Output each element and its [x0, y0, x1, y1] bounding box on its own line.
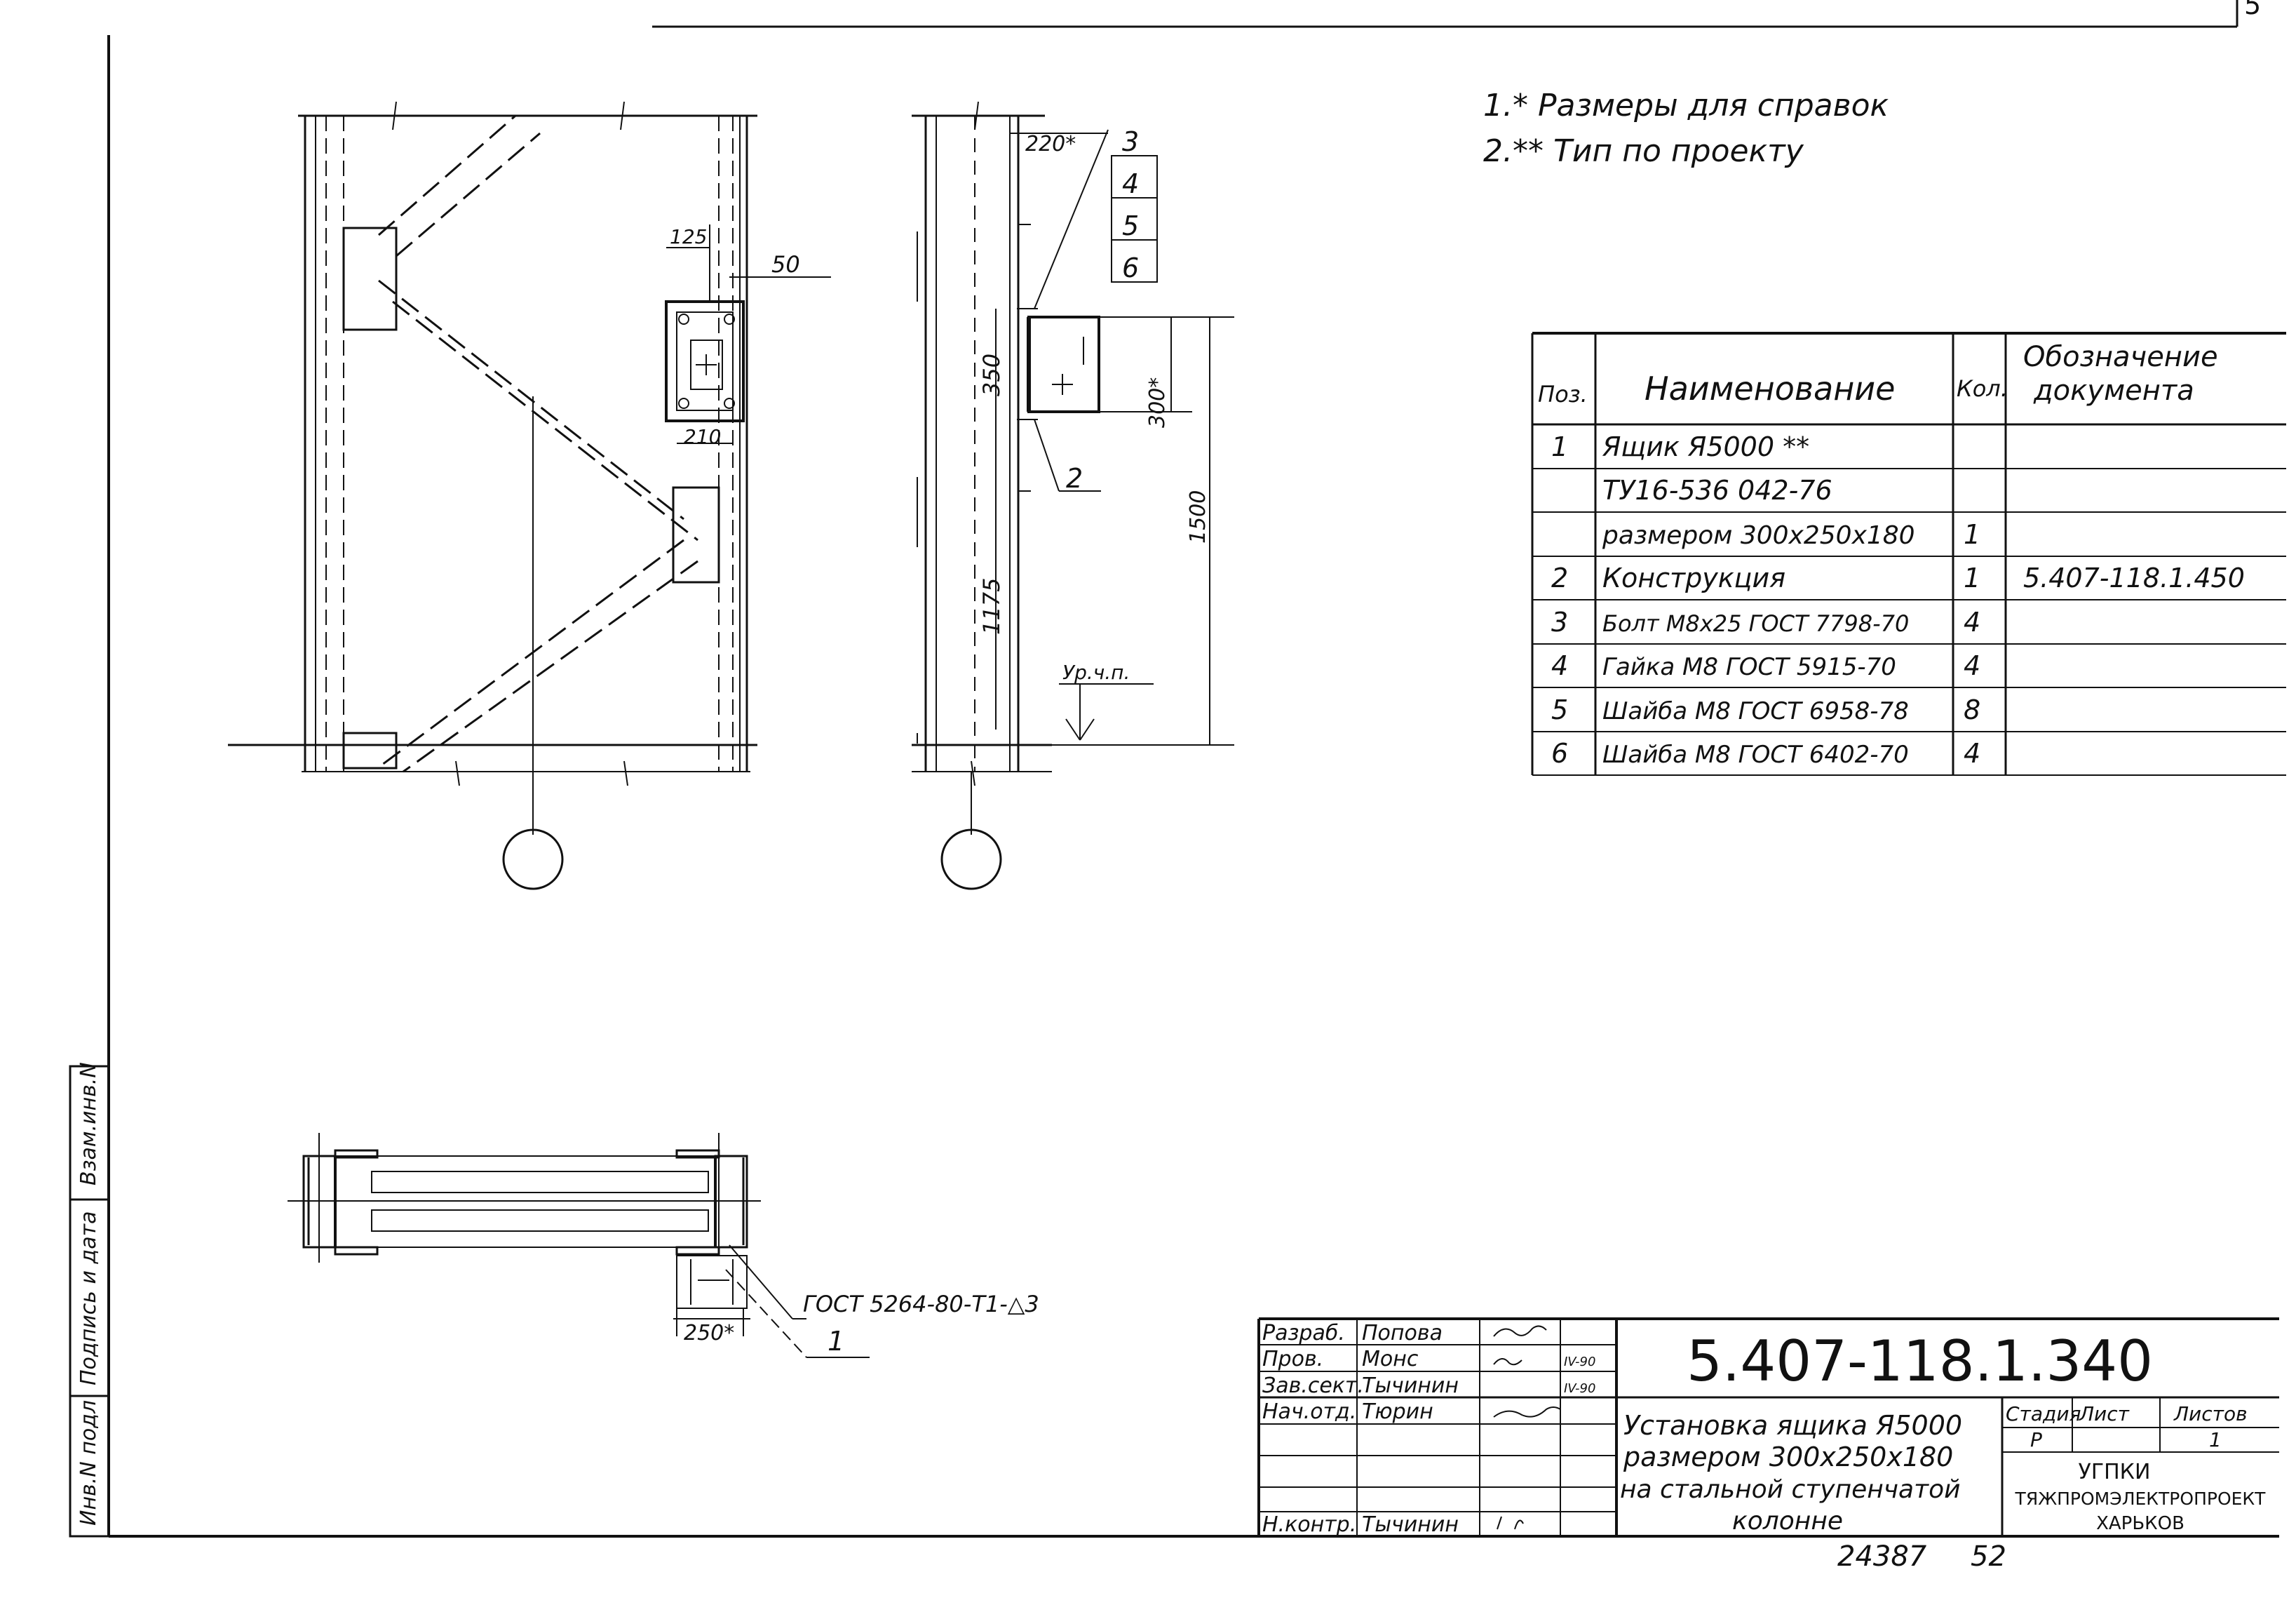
dim-50: 50	[771, 251, 800, 278]
spec-header-qty: Кол.	[1957, 375, 2008, 402]
plan-view	[288, 1133, 870, 1358]
spec-row-7-name: Шайба М8 ГОСТ 6958-78	[1602, 697, 1909, 725]
org-line-2: ТЯЖПРОМЭЛЕКТРОПРОЕКТ	[2015, 1489, 2267, 1509]
callout-6: 6	[1122, 253, 1139, 283]
callout-2: 2	[1066, 463, 1083, 494]
dim-125: 125	[670, 225, 707, 248]
spec-row-4-qty: 1	[1964, 563, 1980, 593]
name-4: Тюрин	[1362, 1399, 1433, 1424]
role-3: Зав.сект.	[1262, 1373, 1364, 1398]
spec-row-3-name: размером 300х250х180	[1602, 521, 1915, 550]
note-1: 1.* Размеры для справок	[1483, 88, 1889, 123]
spec-row-8-pos: 6	[1551, 738, 1568, 769]
sheet-label: Лист	[2079, 1402, 2130, 1425]
stage-label: Стадия	[2006, 1402, 2081, 1425]
spec-header-name: Наименование	[1645, 370, 1895, 408]
dim-210: 210	[684, 425, 721, 448]
page-corner-number: 5	[2244, 0, 2261, 20]
title-line-1: Установка ящика Я5000	[1623, 1410, 1962, 1441]
spec-row-4-doc: 5.407-118.1.450	[2023, 563, 2245, 593]
spec-row-3-qty: 1	[1964, 519, 1980, 550]
spec-row-5-name: Болт М8х25 ГОСТ 7798-70	[1602, 610, 1909, 637]
side-label-3: Инв.N подл	[76, 1400, 101, 1526]
role-7: Н.контр.	[1262, 1512, 1356, 1537]
side-label-2: Подпись и дата	[76, 1211, 101, 1386]
title-line-3: на стальной ступенчатой	[1620, 1475, 1961, 1504]
callout-4: 4	[1122, 168, 1139, 199]
org-line-3: ХАРЬКОВ	[2096, 1513, 2184, 1534]
title-line-2: размером 300х250х180	[1623, 1442, 1953, 1472]
bottom-number-1: 24387	[1837, 1540, 1927, 1573]
level-label: Ур.ч.п.	[1062, 661, 1130, 684]
stage-value: Р	[2030, 1428, 2042, 1451]
callout-5: 5	[1122, 210, 1139, 241]
name-1: Попова	[1362, 1321, 1443, 1345]
sheets-label: Листов	[2173, 1402, 2248, 1425]
spec-header-pos: Поз.	[1538, 381, 1588, 408]
date-3: IV-90	[1564, 1381, 1595, 1396]
spec-row-6-name: Гайка М8 ГОСТ 5915-70	[1602, 653, 1896, 681]
title-block-roles: Разраб. Пров. Зав.сект. Нач.отд. Н.контр…	[1262, 1321, 1595, 1537]
title-block-org: УГПКИ ТЯЖПРОМЭЛЕКТРОПРОЕКТ ХАРЬКОВ	[2015, 1460, 2267, 1534]
dim-250: 250*	[684, 1321, 734, 1345]
side-label-1: Взам.инв.N	[76, 1062, 101, 1186]
spec-table	[1531, 332, 2286, 776]
dim-300: 300*	[1145, 377, 1170, 428]
title-block	[1257, 1317, 2279, 1536]
role-2: Пров.	[1262, 1347, 1323, 1371]
spec-row-1-pos: 1	[1551, 431, 1568, 462]
spec-row-5-pos: 3	[1551, 607, 1568, 638]
spec-row-7-qty: 8	[1964, 694, 1980, 725]
spec-row-8-name: Шайба М8 ГОСТ 6402-70	[1602, 741, 1909, 769]
spec-row-5-qty: 4	[1964, 607, 1980, 638]
dim-350: 350	[978, 354, 1005, 396]
name-7: Тычинин	[1362, 1512, 1459, 1537]
org-line-1: УГПКИ	[2079, 1460, 2151, 1484]
spec-row-6-qty: 4	[1964, 650, 1980, 681]
side-stamp: Взам.инв.N Подпись и дата Инв.N подл	[69, 1062, 110, 1538]
drawing-code: 5.407-118.1.340	[1687, 1329, 2153, 1394]
spec-header-doc-1: Обозначение	[2023, 341, 2218, 373]
bottom-number-2: 52	[1971, 1540, 2006, 1573]
title-line-4: колонне	[1732, 1507, 1843, 1536]
date-2: IV-90	[1564, 1355, 1595, 1369]
spec-rows: 1 Ящик Я5000 ** ТУ16-536 042-76 размером…	[1551, 431, 2245, 769]
spec-header-doc-2: документа	[2033, 375, 2194, 407]
spec-row-7-pos: 5	[1551, 694, 1568, 725]
spec-row-6-pos: 4	[1551, 650, 1568, 681]
dim-1500: 1500	[1186, 490, 1210, 544]
name-2: Монс	[1362, 1347, 1419, 1371]
spec-row-8-qty: 4	[1964, 738, 1980, 769]
dim-1175: 1175	[978, 578, 1005, 635]
sheets-value: 1	[2209, 1428, 2222, 1451]
spec-row-4-name: Конструкция	[1602, 563, 1785, 593]
name-3: Тычинин	[1362, 1373, 1459, 1398]
column-elevation	[228, 101, 831, 890]
dim-220: 220*	[1025, 132, 1076, 156]
callout-1: 1	[828, 1326, 844, 1357]
title-block-text: Установка ящика Я5000 размером 300х250х1…	[1620, 1402, 2248, 1536]
weld-callout: ГОСТ 5264-80-Т1-△3	[803, 1291, 1039, 1317]
spec-row-1-name: Ящик Я5000 **	[1602, 431, 1809, 462]
spec-row-2-name: ТУ16-536 042-76	[1602, 475, 1832, 506]
spec-row-4-pos: 2	[1551, 563, 1568, 593]
callout-3: 3	[1122, 126, 1139, 157]
column-side-view	[912, 101, 1234, 890]
role-1: Разраб.	[1262, 1321, 1345, 1345]
role-4: Нач.отд.	[1262, 1399, 1356, 1424]
note-2: 2.** Тип по проекту	[1483, 133, 1804, 169]
